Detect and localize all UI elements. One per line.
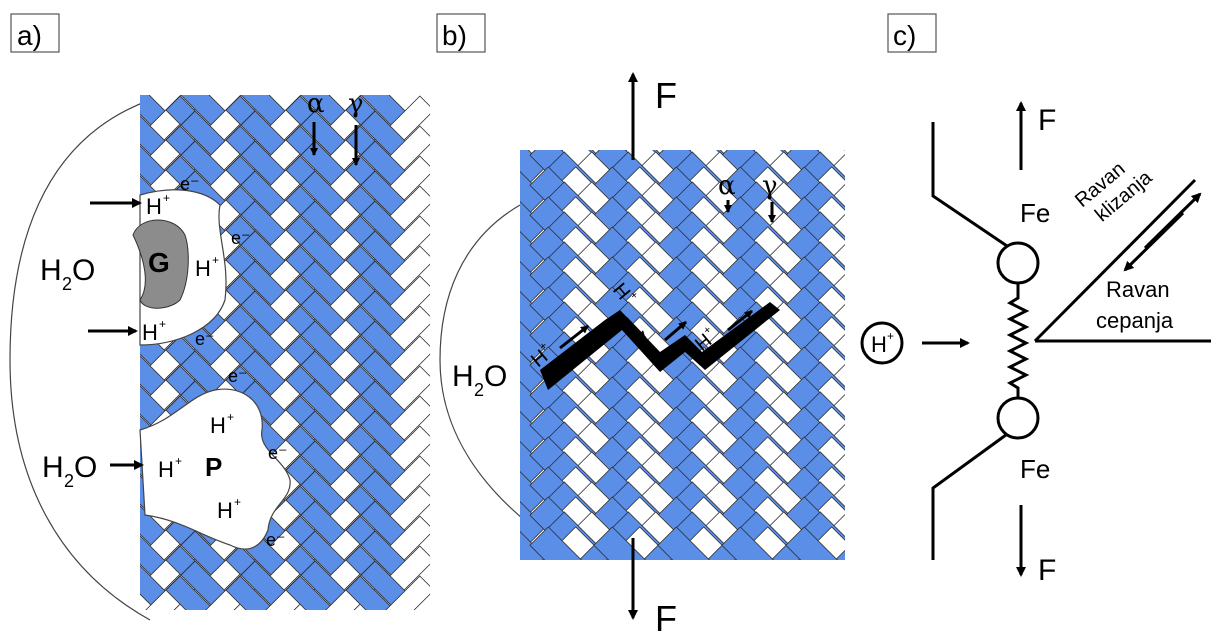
alpha-label-a: α <box>307 89 325 119</box>
svg-text:+: + <box>159 317 166 331</box>
electron-label-a4: e⁻ <box>228 366 248 386</box>
svg-text:+: + <box>227 410 234 424</box>
slip-plane-line <box>1033 178 1197 343</box>
electron-label-a6: e⁻ <box>266 530 286 550</box>
cleavage-plane-label-1: Ravan <box>1106 277 1170 302</box>
panel-b: b) F F α γ H + H + H + H <box>436 13 845 633</box>
crack-path-b <box>540 302 780 390</box>
water-label-a2: H 2 O <box>42 451 97 491</box>
electron-label-a3: e⁻ <box>195 329 215 349</box>
pore-label: P <box>205 452 222 482</box>
alpha-phase-lath <box>785 526 845 560</box>
svg-text:H: H <box>452 360 474 393</box>
proton-arrow-b3 <box>664 320 687 342</box>
panel-a-label-box <box>10 13 60 53</box>
panel-a-boundary <box>9 99 151 621</box>
slip-arrow-2 <box>1143 192 1202 250</box>
force-label-b-down: F <box>655 598 677 633</box>
grain-G <box>132 219 189 309</box>
alpha-phase-lath <box>593 526 691 560</box>
svg-text:H: H <box>210 413 226 438</box>
slip-arrow-1 <box>1123 211 1185 272</box>
cleavage-plane-label-2: cepanja <box>1096 308 1174 333</box>
proton-label-a5: H + <box>158 454 182 482</box>
panel-c: c) F F Fe Fe Ravan klizanja Ravan cepanj… <box>860 13 1211 587</box>
svg-text:H: H <box>158 457 174 482</box>
svg-text:H: H <box>40 254 62 287</box>
electron-label-a5: e⁻ <box>268 443 288 463</box>
svg-text:O: O <box>72 254 95 287</box>
pore-P <box>139 388 291 550</box>
gamma-label-a: γ <box>348 89 364 119</box>
alpha-phase-lath <box>285 575 345 610</box>
alpha-phase-lath <box>165 575 225 610</box>
slip-plane-label: Ravan klizanja <box>1071 158 1157 227</box>
svg-text:2: 2 <box>474 380 484 400</box>
grain-label: G <box>148 247 170 278</box>
svg-text:+: + <box>212 253 219 267</box>
alpha-phase-lath <box>345 575 405 610</box>
panel-a-label: a) <box>17 20 42 51</box>
force-label-b-up: F <box>655 75 677 116</box>
gamma-label-b: γ <box>762 171 778 201</box>
svg-text:O: O <box>484 360 507 393</box>
fe-atom-lower <box>996 396 1040 440</box>
gamma-phase-lath <box>375 575 430 610</box>
svg-text:H: H <box>42 451 64 484</box>
fe-label-upper: Fe <box>1020 198 1050 228</box>
panel-c-label-box <box>887 13 937 53</box>
svg-text:+: + <box>175 454 182 468</box>
proton-arrow-b2 <box>624 316 647 340</box>
force-label-c-up: F <box>1038 104 1056 137</box>
svg-text:H: H <box>195 256 211 281</box>
panel-c-label: c) <box>893 20 916 51</box>
water-label-a1: H 2 O <box>40 254 95 294</box>
proton-label-a1: H + <box>146 191 170 219</box>
alpha-phase-lath <box>657 526 755 560</box>
svg-text:+: + <box>163 191 170 205</box>
lattice-lower <box>931 430 1011 560</box>
svg-text:H: H <box>142 320 158 345</box>
fe-atom-upper <box>996 241 1040 285</box>
proton-label-a2: H + <box>142 317 166 345</box>
proton-arrow-b1 <box>559 324 589 350</box>
svg-text:2: 2 <box>62 274 72 294</box>
svg-text:O: O <box>74 451 97 484</box>
svg-text:+: + <box>887 329 894 343</box>
alpha-label-b: α <box>718 171 736 201</box>
proton-circle-c <box>860 321 904 365</box>
alpha-phase-lath <box>721 526 819 560</box>
water-label-b: H 2 O <box>452 360 507 400</box>
svg-text:2: 2 <box>64 471 74 491</box>
electron-label-a1: e⁻ <box>180 174 200 194</box>
panel-b-label-box <box>436 13 486 53</box>
proton-arrow-b4 <box>727 309 753 332</box>
svg-text:H: H <box>217 498 233 523</box>
svg-text:H: H <box>146 194 162 219</box>
electron-label-a2: e⁻ <box>231 228 251 248</box>
fe-label-lower: Fe <box>1020 454 1050 484</box>
panel-b-label: b) <box>442 20 467 51</box>
panel-a: a) α γ H 2 O H 2 O H + <box>9 13 430 621</box>
proton-label-a3: H + <box>195 253 219 281</box>
alpha-phase-lath <box>225 575 285 610</box>
atomic-bond-spring <box>1006 283 1030 398</box>
panel-a-microstructure <box>140 95 430 610</box>
proton-label-a4: H + <box>210 410 234 438</box>
proton-label-c: H + <box>871 329 894 357</box>
svg-text:H: H <box>871 332 887 357</box>
force-label-c-down: F <box>1038 554 1056 587</box>
lattice-upper <box>931 122 1011 250</box>
alpha-phase-lath <box>529 526 627 560</box>
proton-label-a6: H + <box>217 495 241 523</box>
svg-text:+: + <box>234 495 241 509</box>
